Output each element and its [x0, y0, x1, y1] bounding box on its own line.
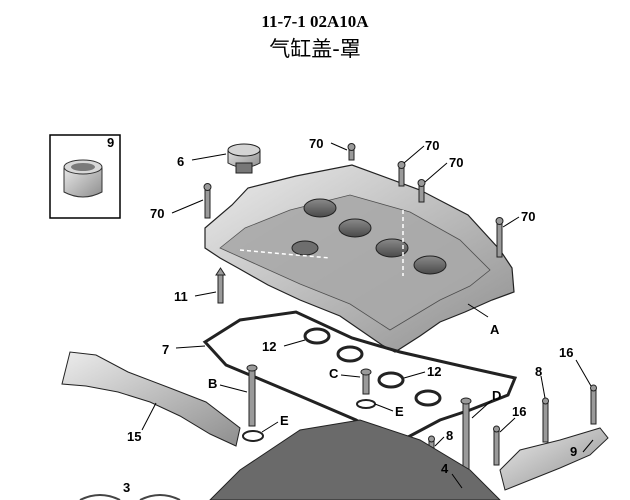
callout-E-right: E	[395, 404, 404, 419]
inset-sleeve-box: 9	[49, 134, 121, 219]
stud-11	[215, 267, 226, 304]
callout-6: 6	[177, 154, 184, 169]
cylinder-head-cover	[204, 164, 515, 353]
callout-11: 11	[174, 289, 188, 304]
callout-70-right: 70	[449, 155, 463, 170]
callout-70-top: 70	[309, 136, 323, 151]
callout-16-right: 16	[559, 345, 573, 360]
callout-4: 4	[441, 461, 449, 476]
callout-8-right: 8	[535, 364, 542, 379]
callout-B: B	[208, 376, 217, 391]
callout-D: D	[492, 388, 501, 403]
callout-70-far-right: 70	[521, 209, 535, 224]
callout-3: 3	[123, 480, 130, 495]
callout-C: C	[329, 366, 339, 381]
diagram-title: 气缸盖-罩	[269, 37, 361, 61]
heat-shield	[61, 351, 241, 447]
callout-8-left: 8	[446, 428, 453, 443]
callout-9-bracket: 9	[570, 444, 577, 459]
diagram-code: 11-7-1 02A10A	[261, 12, 369, 31]
right-bracket	[499, 427, 609, 491]
bolts-70	[203, 143, 504, 258]
filler-cap	[227, 143, 261, 174]
leader-lines	[141, 142, 594, 489]
callout-9-inset: 9	[107, 135, 114, 150]
callout-12-left: 12	[262, 339, 276, 354]
callout-12-right: 12	[427, 364, 441, 379]
plug-seals	[303, 327, 442, 407]
callout-70-upper-right: 70	[425, 138, 439, 153]
callout-16-left: 16	[512, 404, 526, 419]
cover-gasket	[202, 310, 518, 446]
cylinder-head	[209, 419, 501, 500]
callout-70-left: 70	[150, 206, 164, 221]
callout-A: A	[490, 322, 500, 337]
callout-7: 7	[162, 342, 169, 357]
sleeve-icon	[63, 159, 103, 198]
callout-E-left: E	[280, 413, 289, 428]
part-3-edges	[79, 494, 181, 500]
callout-15: 15	[127, 429, 141, 444]
